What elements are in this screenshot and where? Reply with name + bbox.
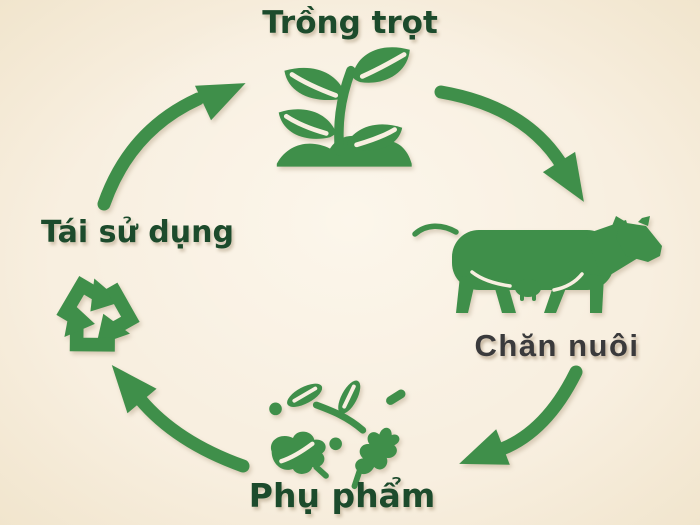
- stage-label-cultivation: Trồng trọt: [262, 5, 438, 41]
- stage-label-livestock: Chăn nuôi: [474, 328, 640, 363]
- arrow-cultivation-to-livestock: [434, 85, 584, 202]
- stage-label-reuse: Tái sử dụng: [41, 215, 234, 250]
- recycle-icon: [51, 276, 146, 365]
- arrow-reuse-to-cultivation: [97, 83, 246, 211]
- arrow-livestock-to-byproducts: [459, 365, 583, 465]
- arrow-byproducts-to-reuse: [111, 364, 250, 473]
- seedling-icon: [276, 47, 412, 167]
- plant-residue-icon: [269, 380, 406, 490]
- stage-label-byproducts: Phụ phẩm: [248, 476, 436, 515]
- cow-icon: [412, 216, 662, 313]
